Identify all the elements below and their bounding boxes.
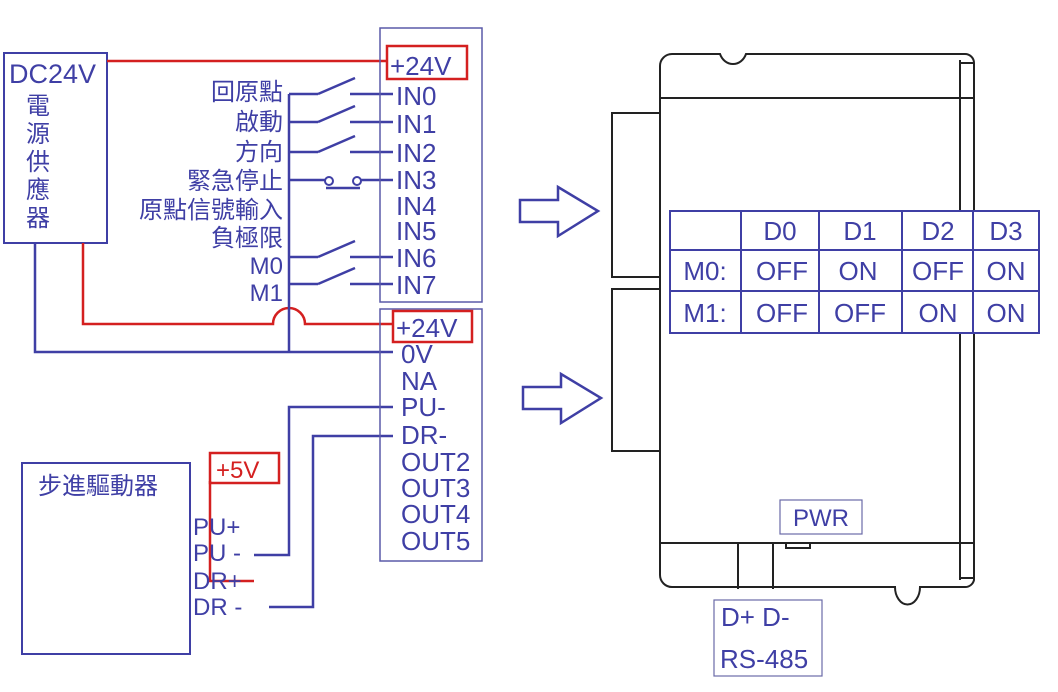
power-supply-char: 供: [26, 149, 50, 176]
rs485-pins: D+ D-: [721, 602, 790, 632]
mode-table-row: M1: OFF OFF ON ON: [683, 298, 1025, 328]
arrows: [518, 184, 604, 426]
output-terminal: OUT4: [401, 499, 470, 529]
input-terminal: IN6: [396, 243, 436, 273]
contact-dot: [324, 176, 334, 186]
output-terminal: 0V: [401, 339, 433, 369]
driver-pin: PU -: [193, 540, 241, 567]
input-label: 緊急停止: [187, 168, 283, 195]
mode-table-cell: ON: [987, 298, 1026, 328]
output-terminals: 0V NA PU- DR- OUT2 OUT3 OUT4 OUT5: [401, 339, 470, 556]
mode-table-row: M0: OFF ON OFF ON: [683, 256, 1025, 286]
plus24v-box-top: [385, 44, 469, 81]
arrow-right-icon: [518, 184, 601, 239]
driver-pins: PU+ PU - DR+ DR -: [193, 514, 242, 621]
output-terminal: OUT5: [401, 526, 470, 556]
rs485-box: [713, 599, 823, 677]
driver-pin: DR+: [193, 568, 242, 595]
mode-table-bg: [669, 210, 1040, 334]
rs485-label: RS-485: [720, 644, 808, 674]
arrow-right-icon: [521, 371, 604, 426]
power-supply-char: 應: [26, 177, 50, 204]
input-label: 回原點: [211, 79, 283, 106]
pwr-label: PWR: [793, 505, 849, 532]
input-label: 原點信號輸入: [139, 197, 283, 224]
power-supply-box: [3, 52, 108, 244]
power-supply-char: 器: [26, 205, 50, 232]
terminal-block-bottom: [379, 308, 483, 562]
mode-table-header: D0 D1 D2 D3: [763, 216, 1022, 246]
power-supply-char: 電: [26, 93, 50, 120]
output-terminal: NA: [401, 366, 438, 396]
mode-table-cell: ON: [839, 256, 878, 286]
input-terminals: IN0 IN1 IN2 IN3 IN4 IN5 IN6 IN7: [396, 81, 436, 300]
input-label: 負極限: [211, 225, 283, 252]
output-terminal: PU-: [401, 392, 446, 422]
driver-pin: DR -: [193, 594, 242, 621]
input-terminal: IN3: [396, 165, 436, 195]
power-supply-char: 源: [26, 121, 50, 148]
stepper-driver-box: [21, 462, 191, 655]
input-terminal: IN0: [396, 81, 436, 111]
mode-table-header-cell: D1: [843, 216, 876, 246]
device-outline: [611, 53, 975, 606]
mode-table-cell: OFF: [756, 298, 808, 328]
terminal-block-top: [379, 27, 483, 303]
nc-switch-contacts: [324, 176, 362, 186]
input-terminal: IN1: [396, 109, 436, 139]
input-labels: 回原點 啟動 方向 緊急停止 原點信號輸入 負極限 M0 M1: [139, 79, 283, 307]
power-supply-name: 電 源 供 應 器: [26, 93, 50, 232]
input-terminal: IN5: [396, 216, 436, 246]
output-terminal: OUT2: [401, 447, 470, 477]
mode-table-cell: M0:: [683, 256, 726, 286]
input-terminal: IN7: [396, 270, 436, 300]
mode-table-cell: OFF: [834, 298, 886, 328]
input-label: 啟動: [235, 109, 283, 136]
output-terminal: OUT3: [401, 473, 470, 503]
mode-table-cell: ON: [919, 298, 958, 328]
mode-table-cell: OFF: [756, 256, 808, 286]
input-label: M1: [250, 280, 283, 307]
plus24v-label-bottom: +24V: [396, 313, 458, 343]
mode-table-cell: ON: [987, 256, 1026, 286]
plus5v-label: +5V: [216, 457, 259, 484]
mode-table-header-cell: D3: [989, 216, 1022, 246]
contact-dot: [352, 176, 362, 186]
mode-table: D0 D1 D2 D3 M0: OFF ON OFF ON M1: OFF OF…: [669, 210, 1040, 334]
output-terminal: DR-: [401, 420, 447, 450]
blue-wires: [33, 76, 393, 609]
plus24v-box-bottom: [391, 309, 474, 344]
red-wires: [81, 59, 393, 583]
pwr-box: [779, 499, 863, 535]
plus5v-box: [208, 451, 281, 485]
plus24v-label-top: +24V: [390, 51, 452, 81]
stepper-driver-title: 步進驅動器: [38, 473, 158, 500]
input-label: 方向: [235, 139, 283, 166]
mode-table-cell: OFF: [912, 256, 964, 286]
power-supply-title: DC24V: [9, 59, 96, 89]
driver-pin: PU+: [193, 514, 240, 541]
input-label: M0: [250, 253, 283, 280]
input-terminal: IN2: [396, 138, 436, 168]
mode-table-grid: [670, 211, 1039, 333]
mode-table-header-cell: D0: [763, 216, 796, 246]
input-terminal: IN4: [396, 191, 436, 221]
mode-table-header-cell: D2: [921, 216, 954, 246]
mode-table-cell: M1:: [683, 298, 726, 328]
